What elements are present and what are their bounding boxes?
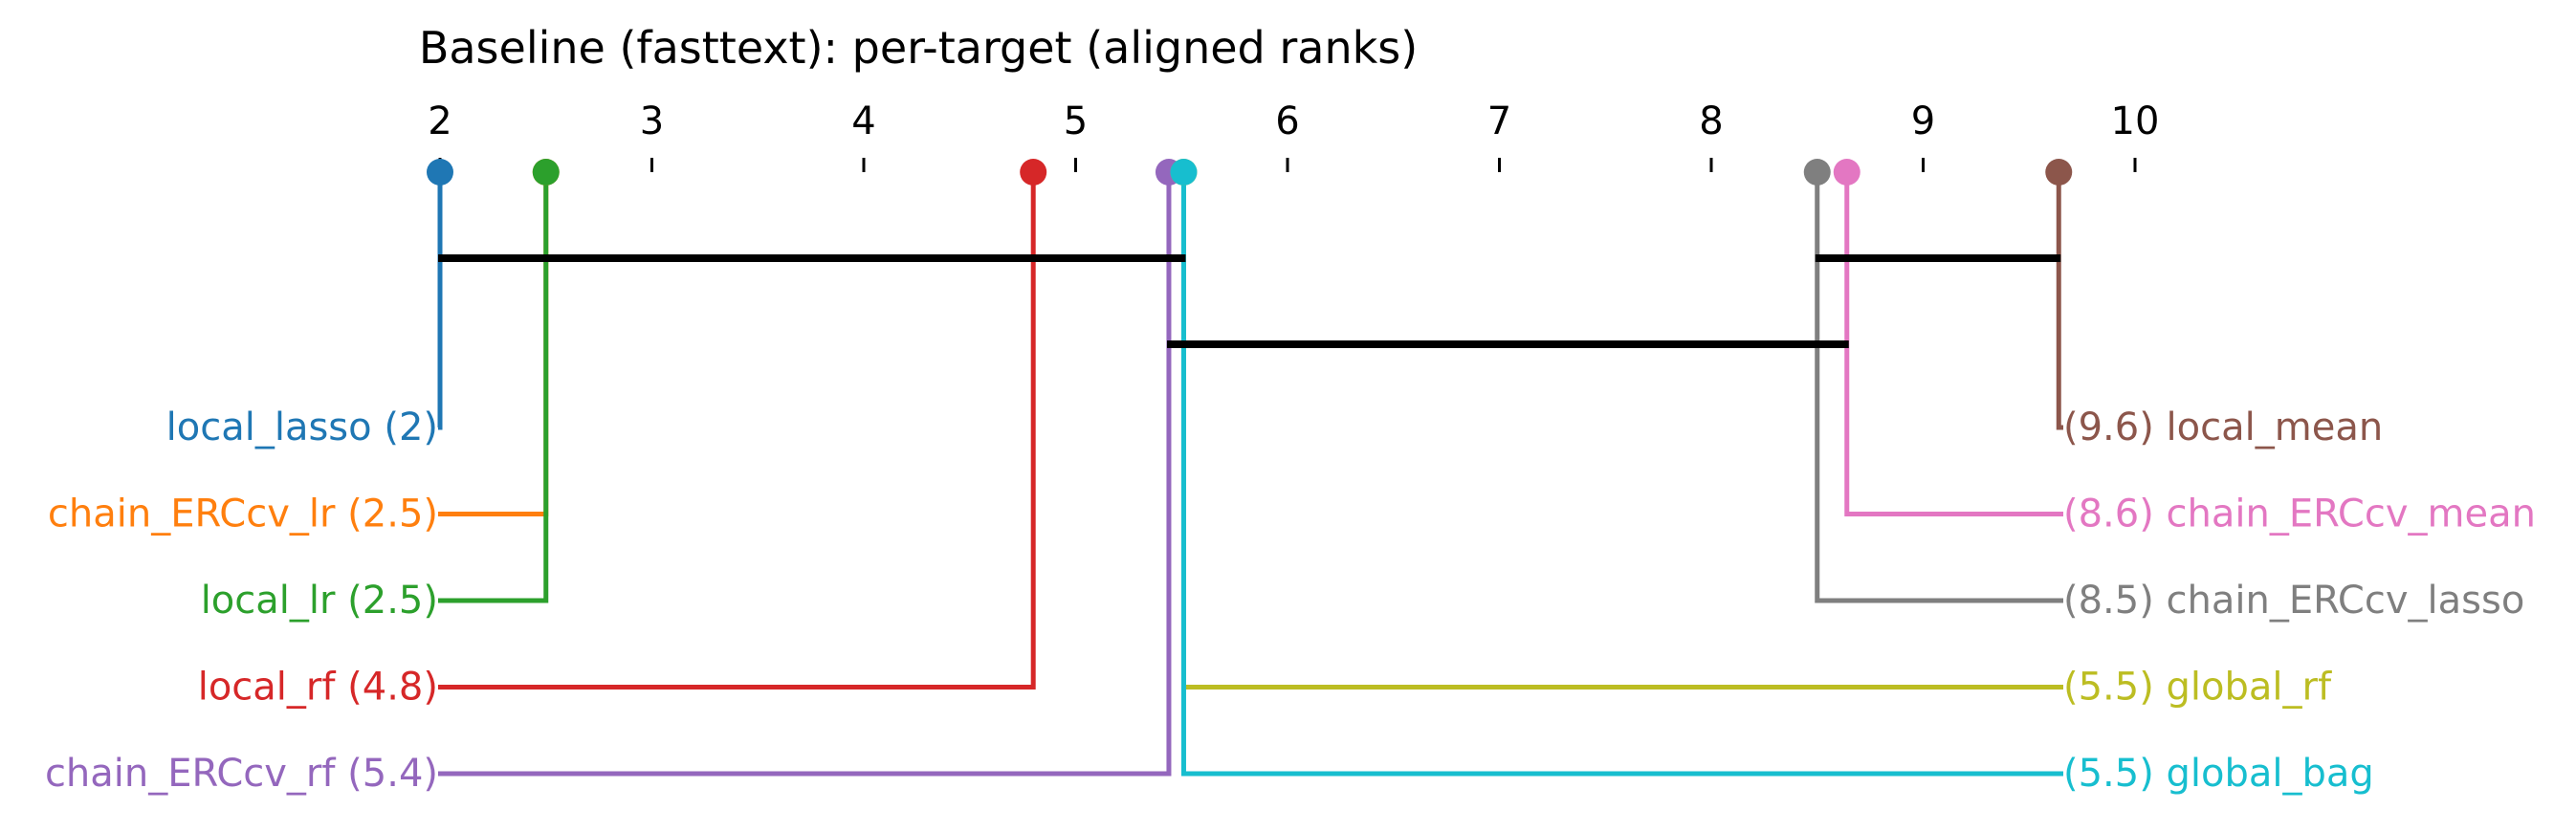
tick-label: 10 xyxy=(2111,99,2160,143)
connector-chain-erccv-rf xyxy=(438,172,1172,777)
tick-label: 9 xyxy=(1911,99,1935,143)
chart-title: Baseline (fasttext): per-target (aligned… xyxy=(419,22,1418,74)
rank-axis: 2 3 4 5 6 7 8 9 10 xyxy=(428,99,2159,172)
rank-dot-local-lr xyxy=(532,159,560,186)
tick-label: 7 xyxy=(1487,99,1511,143)
rank-dot-local-rf xyxy=(1020,159,1047,186)
rank-dot-local-lasso xyxy=(427,159,453,186)
connector-chain-erccv-lasso xyxy=(1815,172,2063,603)
connector-global-bag xyxy=(1180,172,2063,777)
rank-dot-local-mean xyxy=(2045,159,2073,186)
label-global-bag: (5.5) global_bag xyxy=(2063,752,2374,796)
label-local-rf: local_rf (4.8) xyxy=(198,666,438,710)
rank-markers xyxy=(427,159,2073,186)
tick-label: 5 xyxy=(1064,99,1088,143)
tick-label: 3 xyxy=(640,99,664,143)
label-chain-erccv-lr: chain_ERCcv_lr (2.5) xyxy=(48,493,438,536)
tick-label: 6 xyxy=(1275,99,1299,143)
label-chain-erccv-lasso: (8.5) chain_ERCcv_lasso xyxy=(2063,579,2524,623)
model-labels: local_lasso (2) chain_ERCcv_lr (2.5) local… xyxy=(45,405,2536,796)
label-local-lasso: local_lasso (2) xyxy=(166,405,438,449)
tick-label: 8 xyxy=(1699,99,1723,143)
tick-label: 4 xyxy=(851,99,875,143)
connector-global-rf xyxy=(1180,172,2063,690)
rank-dot-chain-erccv-mean xyxy=(1833,159,1860,186)
tick-label: 2 xyxy=(428,99,451,143)
label-global-rf: (5.5) global_rf xyxy=(2063,666,2332,710)
connector-local-rf xyxy=(438,172,1036,690)
label-chain-erccv-rf: chain_ERCcv_rf (5.4) xyxy=(45,752,438,796)
label-local-lr: local_lr (2.5) xyxy=(201,579,438,623)
connector-local-lasso xyxy=(437,172,443,430)
label-chain-erccv-mean: (8.6) chain_ERCcv_mean xyxy=(2063,493,2536,536)
connector-lines xyxy=(437,172,2063,777)
connector-chain-erccv-lr xyxy=(438,172,549,516)
connector-local-mean xyxy=(2056,172,2063,430)
rank-dot-global-bag xyxy=(1170,159,1198,186)
connector-local-lr xyxy=(438,172,549,603)
rank-dot-chain-erccv-lasso xyxy=(1803,159,1831,186)
connector-chain-erccv-mean xyxy=(1844,172,2063,516)
label-local-mean: (9.6) local_mean xyxy=(2063,405,2383,449)
clique-bars xyxy=(438,254,2061,348)
